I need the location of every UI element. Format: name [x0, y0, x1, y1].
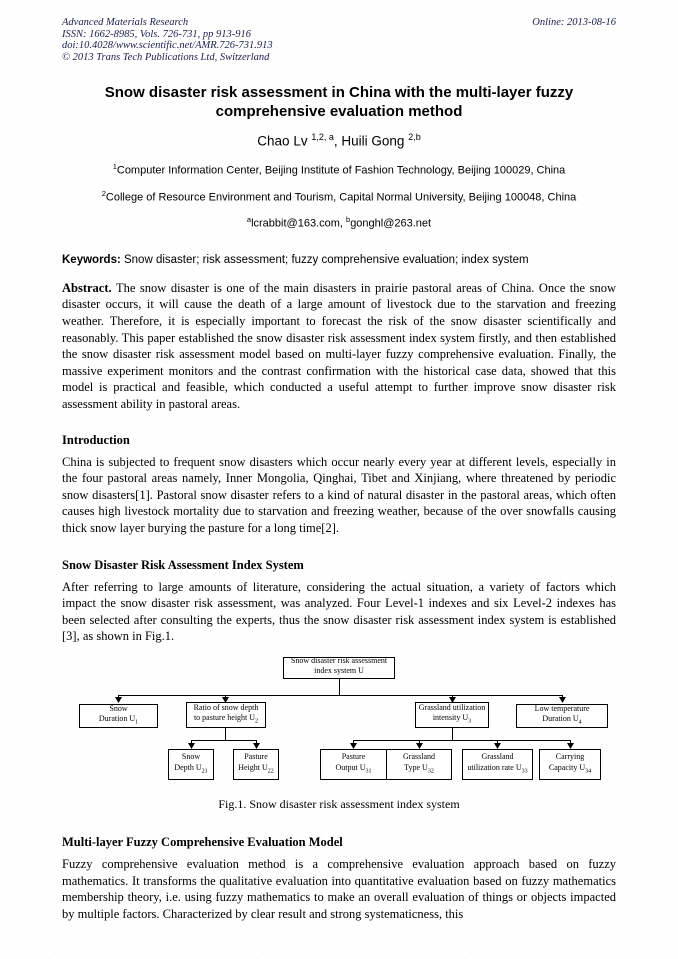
title-block: Snow disaster risk assessment in China w… [62, 83, 616, 121]
journal-doi: doi:10.4028/www.scientific.net/AMR.726-7… [62, 40, 273, 52]
node-u32-line1: Grassland [403, 752, 435, 762]
node-u32-line2: Type U [404, 763, 428, 773]
diagram-node-u3: Grassland utilization intensity U3 [415, 701, 489, 728]
diagram-node-u31: Pasture Output U31 [320, 748, 387, 780]
diagram-node-u32: Grassland Type U32 [386, 748, 452, 780]
authors-line: Chao Lv 1,2, a, Huili Gong 2,b [62, 129, 616, 150]
author-1: Chao Lv [257, 133, 312, 149]
diagram-node-u2: Ratio of snow depth to pasture height U2 [186, 701, 266, 728]
figure-1-diagram: Snow disaster risk assessment index syst… [62, 655, 616, 783]
node-u4-sub: 4 [578, 719, 582, 726]
abstract-label: Abstract. [62, 280, 112, 295]
email-b: gonghl@263.net [350, 217, 432, 230]
node-u4-line1: Low temperature [534, 704, 590, 714]
node-u1-line2: Duration U [98, 714, 136, 724]
keywords-label: Keywords: [62, 253, 121, 266]
section-heading-introduction: Introduction [62, 432, 130, 447]
figure-1-caption: Fig.1. Snow disaster risk assessment ind… [218, 796, 460, 811]
node-u1-sub: 1 [135, 719, 139, 726]
journal-issn: ISSN: 1662-8985, Vols. 726-731, pp 913-9… [62, 28, 251, 40]
node-u21-line1: Snow [181, 752, 201, 762]
affiliation-1-text: Computer Information Center, Beijing Ins… [116, 164, 566, 177]
node-u3-line1: Grassland utilization [418, 703, 486, 713]
node-u22-sub: 22 [267, 768, 274, 775]
model-paragraph: Fuzzy comprehensive evaluation method is… [62, 856, 616, 921]
node-u2-line2: to pasture height U [193, 713, 256, 723]
node-u4-line2: Duration U [542, 714, 579, 724]
abstract-text: The snow disaster is one of the main dis… [62, 280, 616, 411]
node-u2-sub: 2 [255, 718, 259, 725]
abstract-paragraph: Abstract. The snow disaster is one of th… [62, 280, 616, 413]
node-u2-line1: Ratio of snow depth [193, 703, 259, 713]
email-a-sup: a [246, 215, 252, 225]
journal-name: Advanced Materials Research [62, 17, 189, 28]
affiliation-2: 2College of Resource Environment and Tou… [62, 187, 616, 205]
section-heading-model: Multi-layer Fuzzy Comprehensive Evaluati… [62, 834, 343, 849]
affiliation-1-sup: 1 [112, 161, 117, 171]
journal-copyright: © 2013 Trans Tech Publications Ltd, Swit… [62, 51, 270, 63]
authors-separator: , [333, 133, 342, 149]
node-u34-line1: Carrying [555, 752, 585, 762]
node-u34-line2: Capacity U [548, 763, 586, 773]
author-2-sup: 2,b [408, 132, 421, 143]
node-u33-line1: Grassland [481, 752, 514, 762]
diagram-node-u4: Low temperature Duration U4 [516, 703, 608, 728]
node-u22-line2: Height U [238, 763, 268, 773]
node-root-line1: Snow disaster risk assessment [290, 656, 388, 666]
keywords-text: Snow disaster; risk assessment; fuzzy co… [120, 253, 529, 266]
introduction-paragraph: China is subjected to frequent snow disa… [62, 454, 616, 535]
node-u31-sub: 31 [365, 768, 372, 775]
paper-title-line-1: Snow disaster risk assessment in China w… [104, 84, 574, 102]
diagram-connector-lines [115, 678, 574, 749]
email-a: lcrabbit@163.com, [251, 217, 347, 230]
affiliation-1: 1Computer Information Center, Beijing In… [62, 160, 616, 178]
diagram-node-u21: Snow Depth U21 [168, 748, 214, 780]
online-date: Online: 2013-08-16 [532, 17, 616, 28]
diagram-node-u1: Snow Duration U1 [79, 703, 158, 728]
author-2: Huili Gong [341, 133, 409, 149]
node-u33-sub: 33 [521, 768, 528, 775]
node-u22-line1: Pasture [244, 752, 268, 762]
node-u31-line1: Pasture [341, 752, 366, 762]
section-heading-index-system: Snow Disaster Risk Assessment Index Syst… [62, 557, 304, 572]
node-u1-line1: Snow [109, 704, 128, 714]
paper-title-line-2: comprehensive evaluation method [215, 103, 463, 121]
affiliation-2-sup: 2 [101, 188, 106, 198]
node-u34-sub: 34 [585, 768, 592, 775]
index-system-paragraph: After referring to large amounts of lite… [62, 579, 616, 644]
node-u33-line2: utilization rate U [467, 763, 522, 773]
diagram-node-u34: Carrying Capacity U34 [539, 748, 601, 780]
diagram-node-root: Snow disaster risk assessment index syst… [283, 656, 395, 679]
author-1-sup: 1,2, a [311, 132, 334, 143]
journal-header: Advanced Materials Research ISSN: 1662-8… [62, 0, 616, 63]
affiliation-2-text: College of Resource Environment and Tour… [105, 191, 577, 204]
node-u32-sub: 32 [427, 768, 434, 775]
emails-line: alcrabbit@163.com, bgonghl@263.net [62, 213, 616, 231]
diagram-node-u22: Pasture Height U22 [233, 748, 279, 780]
node-u21-line2: Depth U [174, 763, 202, 773]
node-root-line2: index system U [314, 666, 364, 676]
keywords-line: Keywords: Snow disaster; risk assessment… [62, 253, 616, 267]
node-u31-line2: Output U [335, 763, 366, 773]
node-u21-sub: 21 [201, 768, 208, 775]
journal-header-left: Advanced Materials Research ISSN: 1662-8… [62, 17, 273, 63]
diagram-node-u33: Grassland utilization rate U33 [462, 748, 533, 780]
node-u3-sub: 3 [468, 718, 472, 725]
email-b-sup: b [346, 215, 351, 225]
node-u3-line2: intensity U [432, 713, 469, 723]
